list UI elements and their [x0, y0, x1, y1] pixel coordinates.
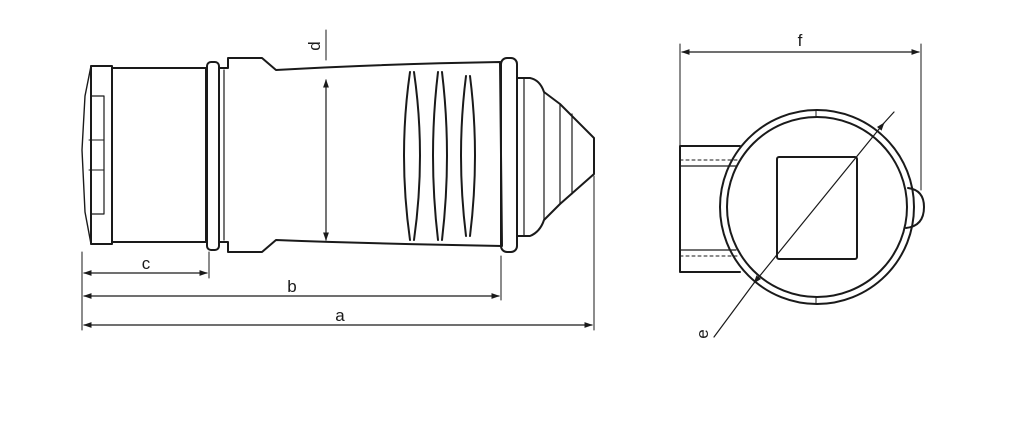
body-section-c — [111, 67, 207, 243]
plug-end-view — [679, 109, 925, 305]
cable-gland — [516, 77, 595, 237]
extension-lines-side — [81, 29, 595, 331]
dimension-label-f: f — [798, 31, 803, 50]
dimension-line-e — [713, 111, 895, 338]
dimension-label-d: d — [305, 41, 324, 50]
dimension-label-b: b — [287, 277, 296, 296]
extension-lines-end — [679, 43, 922, 191]
dimension-label-e: e — [693, 329, 712, 338]
dimension-label-a: a — [335, 306, 345, 325]
plug-side-view — [81, 57, 595, 253]
end-ring — [500, 57, 518, 253]
grip-body — [218, 57, 503, 253]
end-cap — [81, 65, 113, 245]
dimension-label-c: c — [142, 254, 151, 273]
collar-ring — [206, 61, 220, 251]
